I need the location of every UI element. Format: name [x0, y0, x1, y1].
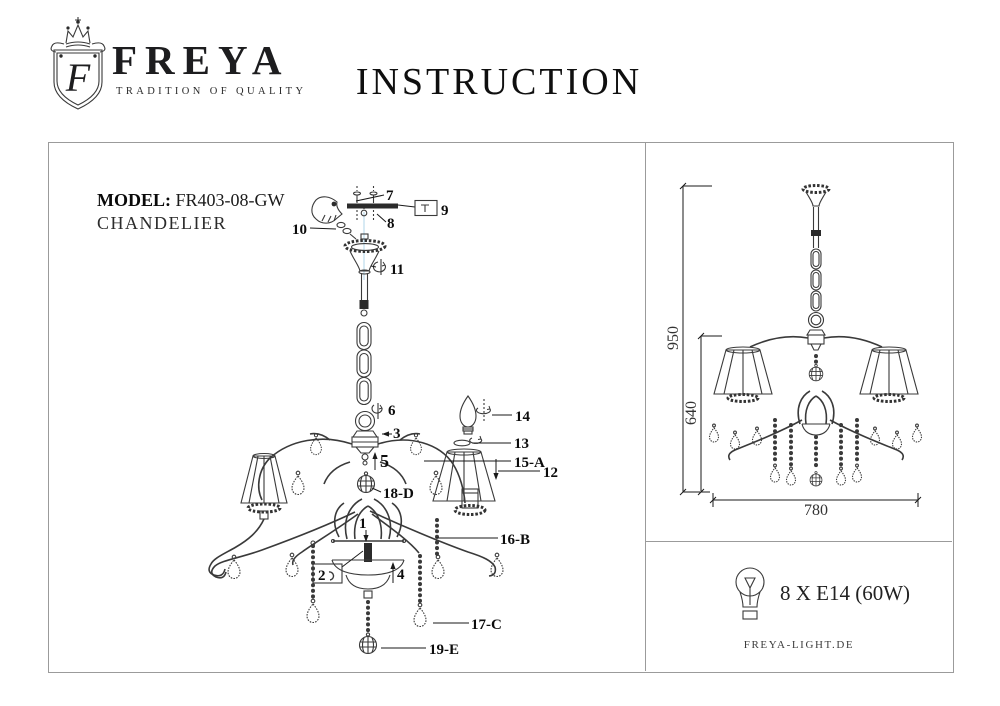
- bulb-icon: [735, 567, 765, 620]
- dim-body-height: 640: [683, 401, 700, 425]
- panel-divider-vertical: [645, 142, 646, 671]
- chandelier-arms-lower: [210, 510, 497, 579]
- central-hub: [351, 430, 379, 466]
- ceiling-bracket: [347, 186, 398, 221]
- part-label-4: 4: [397, 567, 405, 583]
- hanger-loop: [354, 410, 376, 432]
- part-label-17c: 17-C: [471, 617, 502, 633]
- chain: [356, 321, 372, 406]
- dimension-lines: [679, 182, 922, 507]
- screw-6-icon: [371, 403, 383, 419]
- dimension-view: 950 640 780: [665, 182, 923, 519]
- hanging-rod: [359, 274, 369, 317]
- chandelier-arms-upper: [257, 432, 466, 504]
- part-label-13: 13: [514, 436, 529, 452]
- crystal-teardrop: [410, 433, 422, 456]
- website-url: FREYA-LIGHT.DE: [743, 639, 855, 651]
- part-9-box: [414, 199, 438, 217]
- part-label-12: 12: [543, 465, 558, 481]
- crystal-teardrop: [431, 554, 445, 580]
- part-label-1: 1: [359, 516, 367, 532]
- brand-name: FREYA: [112, 37, 290, 83]
- part-label-15a: 15-A: [514, 455, 545, 471]
- part-label-11: 11: [390, 262, 404, 278]
- exploded-lampshade: [432, 448, 496, 502]
- part-label-9: 9: [441, 203, 449, 219]
- rotate-icon: [475, 399, 491, 422]
- part-label-5: 5: [380, 451, 389, 471]
- bulb-spec: 8 X E14 (60W): [780, 581, 911, 605]
- main-frame: [48, 142, 954, 673]
- product-type: CHANDELIER: [97, 213, 227, 233]
- crystal-teardrop: [291, 470, 305, 496]
- part-label-3: 3: [393, 426, 401, 442]
- crystal-teardrop: [310, 433, 322, 456]
- part-label-19e: 19-E: [429, 642, 459, 658]
- arrowheads: [363, 431, 499, 569]
- candle-bulb: [459, 395, 477, 435]
- chandelier-front-view: [708, 184, 923, 487]
- crystal-teardrop: [413, 602, 427, 628]
- model-info: MODEL: FR403-08-GW: [97, 190, 285, 211]
- crystal-ball-19e: [358, 632, 378, 655]
- panel-divider-horizontal: [645, 541, 952, 542]
- shade-ring: [453, 435, 483, 447]
- model-label: MODEL:: [97, 190, 171, 210]
- dim-width: 780: [804, 502, 828, 519]
- part-2-box: [312, 563, 343, 584]
- page-title: INSTRUCTION: [355, 61, 643, 103]
- brand-logo-shield: F: [50, 17, 106, 110]
- leader-lines: [309, 194, 540, 649]
- crystal-teardrop: [306, 598, 320, 624]
- right-socket: [453, 488, 487, 516]
- logo-monogram: F: [65, 55, 91, 100]
- screw-11-icon: [372, 259, 386, 275]
- model-number: FR403-08-GW: [175, 190, 285, 210]
- hand-icon: [311, 196, 357, 240]
- part-label-7: 7: [386, 188, 394, 204]
- left-shade-assembly: [208, 452, 288, 577]
- exploded-diagram: 7 9 8 10 11 6 3 5 18-D 14 13 15-A 12 16-…: [208, 186, 558, 658]
- central-leaves: [333, 498, 403, 540]
- part-label-2: 2: [318, 568, 326, 584]
- brand-tagline: TRADITION OF QUALITY: [116, 86, 307, 97]
- part-label-10: 10: [292, 222, 307, 238]
- canopy: [343, 233, 387, 275]
- shield-outline: [53, 49, 103, 110]
- bottom-plate-bowl: [330, 538, 407, 599]
- part-label-14: 14: [515, 409, 531, 425]
- part-label-6: 6: [388, 403, 396, 419]
- crystal-ball-18d: [356, 471, 376, 494]
- dim-overall-height: 950: [665, 326, 682, 350]
- part-label-16b: 16-B: [500, 532, 530, 548]
- part-label-8: 8: [387, 216, 395, 232]
- part-label-18d: 18-D: [383, 486, 414, 502]
